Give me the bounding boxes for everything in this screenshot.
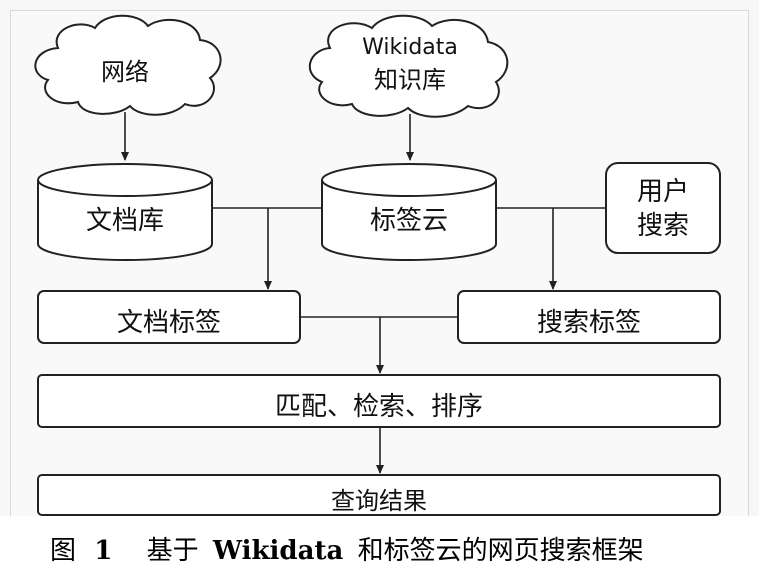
db-documents-label: 文档库 <box>85 206 164 236</box>
match-retrieve-sort-label: 匹配、检索、排序 <box>274 392 483 422</box>
search-tags-label: 搜索标签 <box>536 308 641 338</box>
cloud-wikidata-shape <box>308 14 509 118</box>
user-search-label-line2: 搜索 <box>636 211 689 241</box>
cloud-web-shape <box>34 14 222 116</box>
cloud-wikidata-label-line1: Wikidata <box>362 35 458 60</box>
db-tagcloud-label: 标签云 <box>369 206 448 236</box>
caption-number: 1 <box>94 536 113 566</box>
user-search-label-line1: 用户 <box>636 177 689 207</box>
match-box-shape <box>37 374 721 428</box>
caption-text-after: 和标签云的网页搜索框架 <box>357 536 644 566</box>
figure-caption-area <box>0 516 759 566</box>
cloud-web-label: 网络 <box>101 58 149 86</box>
results-box-shape <box>37 474 721 516</box>
doc-tags-label: 文档标签 <box>116 308 221 338</box>
caption-prefix: 图 <box>50 536 77 566</box>
db-documents-shape <box>37 163 213 261</box>
caption-text-before: 基于 <box>146 536 199 566</box>
figure-caption: 图 1 基于 Wikidata 和标签云的网页搜索框架 <box>50 530 644 567</box>
cloud-wikidata-label-line2: 知识库 <box>374 66 446 94</box>
db-tagcloud-shape <box>321 163 497 261</box>
caption-wikidata: Wikidata <box>212 536 344 566</box>
query-results-label: 查询结果 <box>331 487 427 515</box>
